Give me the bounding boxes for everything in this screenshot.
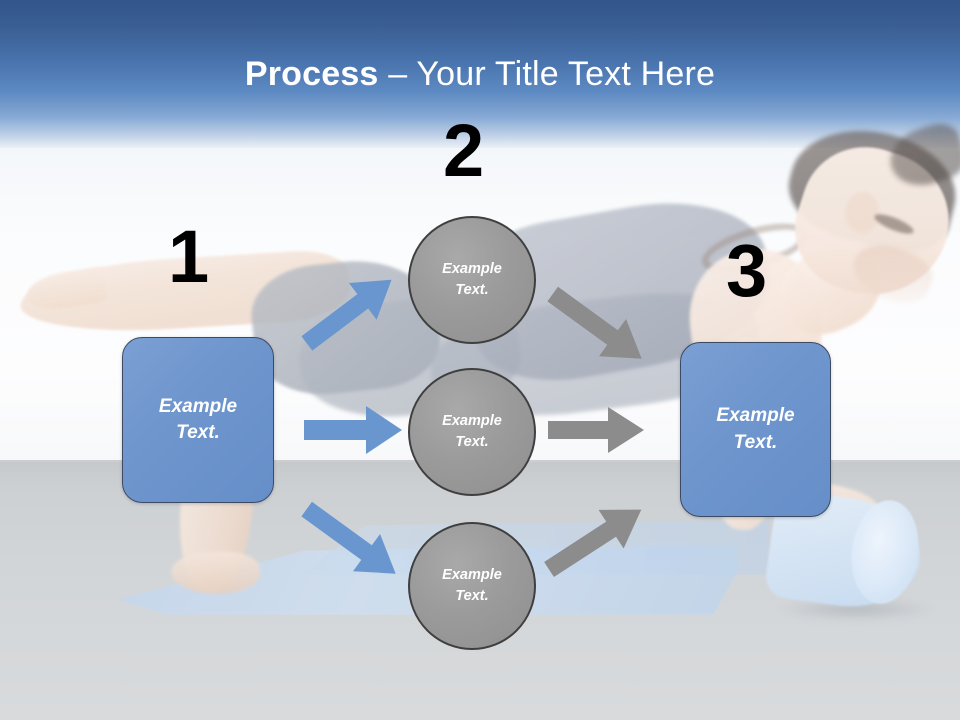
step-number-2: 2 bbox=[443, 109, 485, 192]
arrow-blue-up-right-icon bbox=[296, 272, 404, 351]
process-circle-middle-line2: Text. bbox=[455, 434, 489, 450]
page-title-bold-part: Process bbox=[244, 55, 379, 93]
step-number-3: 3 bbox=[726, 229, 768, 312]
process-box-left-line2: Text. bbox=[176, 422, 220, 443]
process-box-left-line1: Example bbox=[158, 395, 238, 417]
process-circle-middle-text: Example Text. bbox=[442, 411, 502, 453]
process-box-right[interactable]: Example Text. bbox=[680, 342, 831, 517]
arrow-gray-up-right-icon bbox=[540, 500, 652, 578]
process-circle-top-line2: Text. bbox=[455, 282, 489, 298]
page-title-separator: – bbox=[378, 55, 417, 93]
background-sky-gradient bbox=[0, 0, 960, 150]
process-circle-top[interactable]: Example Text. bbox=[408, 216, 536, 344]
arrow-blue-right-icon bbox=[304, 404, 404, 456]
arrow-gray-down-right-icon bbox=[542, 286, 654, 366]
process-circle-bottom[interactable]: Example Text. bbox=[408, 522, 536, 650]
ear bbox=[845, 192, 879, 234]
process-circle-top-line1: Example bbox=[442, 260, 502, 277]
page-title-rest: Your Title Text Here bbox=[416, 55, 716, 93]
process-circle-bottom-line1: Example bbox=[442, 566, 502, 583]
process-circle-bottom-line2: Text. bbox=[455, 588, 489, 604]
step-number-1: 1 bbox=[168, 215, 210, 298]
process-circle-middle-line1: Example bbox=[442, 412, 502, 429]
process-box-right-line2: Text. bbox=[733, 431, 778, 453]
process-box-left[interactable]: Example Text. bbox=[122, 337, 274, 503]
process-box-left-text: Example Text. bbox=[159, 394, 237, 446]
page-title: Process – Your Title Text Here bbox=[0, 52, 960, 96]
process-circle-bottom-text: Example Text. bbox=[442, 565, 502, 607]
process-circle-middle[interactable]: Example Text. bbox=[408, 368, 536, 496]
process-box-right-text: Example Text. bbox=[716, 403, 794, 455]
process-circle-top-text: Example Text. bbox=[442, 259, 502, 301]
arrow-gray-right-icon bbox=[548, 404, 646, 456]
arrow-blue-down-right-icon bbox=[296, 501, 408, 582]
process-box-right-line1: Example bbox=[716, 405, 795, 427]
